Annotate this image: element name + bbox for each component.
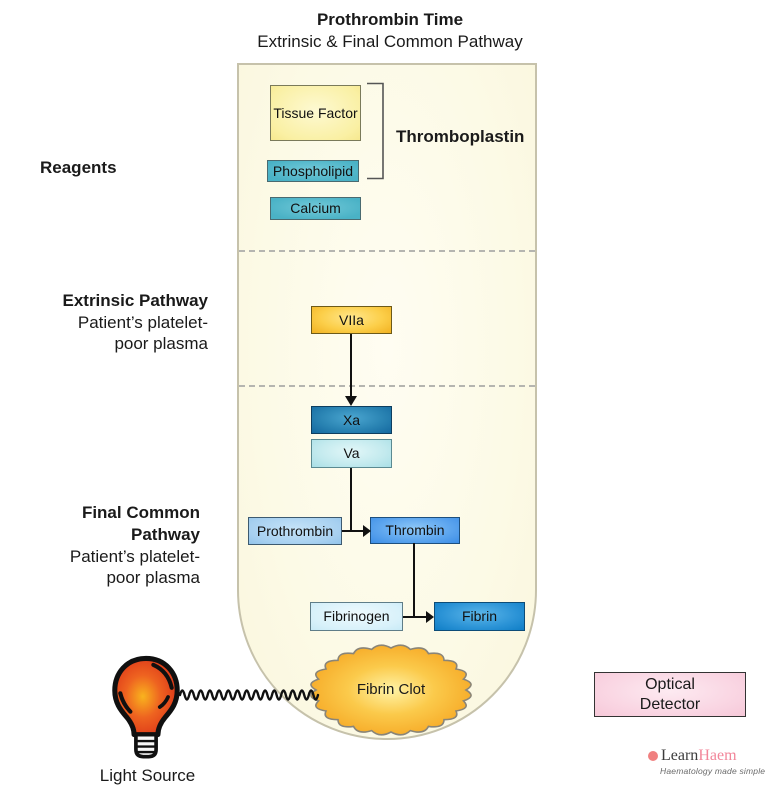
logo-dot-icon xyxy=(648,751,658,761)
calcium-box: Calcium xyxy=(270,197,361,220)
prothrombin-box: Prothrombin xyxy=(248,517,342,545)
page-title-block: Prothrombin Time Extrinsic & Final Commo… xyxy=(170,9,610,53)
extrinsic-pathway-label: Extrinsic Pathway Patient’s platelet- po… xyxy=(30,290,208,354)
section-divider-1 xyxy=(239,250,535,252)
fibrinogen-box: Fibrinogen xyxy=(310,602,403,631)
thromboplastin-label: Thromboplastin xyxy=(396,127,525,146)
logo-tagline: Haematology made simple xyxy=(660,766,766,776)
connector-thrombin-fibrinogen-to-fibrin xyxy=(403,543,434,623)
final-common-pathway-label: Final Common Pathway Patient’s platelet-… xyxy=(10,502,200,588)
section-divider-2 xyxy=(239,385,535,387)
extrinsic-pathway-sub2: poor plasma xyxy=(114,334,208,353)
logo-text-learn: Learn xyxy=(661,747,699,764)
factor-xa-box: Xa xyxy=(311,406,392,434)
optical-detector-box: Optical Detector xyxy=(594,672,746,717)
phospholipid-box: Phospholipid xyxy=(267,160,359,182)
fibrin-clot-label: Fibrin Clot xyxy=(356,681,426,698)
fibrin-box: Fibrin xyxy=(434,602,525,631)
optical-detector-line1: Optical xyxy=(645,675,695,693)
learnhaem-logo: Learn Haem Haematology made simple xyxy=(648,747,766,776)
final-common-pathway-sub1: Patient’s platelet- xyxy=(69,547,200,566)
final-common-pathway-title: Final Common Pathway xyxy=(81,503,200,544)
page-subtitle: Extrinsic & Final Common Pathway xyxy=(257,32,523,51)
light-bulb-icon xyxy=(112,655,180,759)
final-common-pathway-sub2: poor plasma xyxy=(106,568,200,587)
tissue-factor-box: Tissue Factor xyxy=(270,85,361,141)
thromboplastin-bracket xyxy=(367,82,384,180)
reagents-section-label: Reagents xyxy=(40,158,117,177)
arrow-viia-to-xa xyxy=(345,334,357,406)
thrombin-box: Thrombin xyxy=(370,517,460,544)
light-source-label: Light Source xyxy=(99,766,196,785)
connector-va-prothrombin-to-thrombin xyxy=(342,468,371,537)
factor-va-box: Va xyxy=(311,439,392,468)
factor-viia-box: VIIa xyxy=(311,306,392,334)
logo-text-haem: Haem xyxy=(698,747,737,764)
fibrin-clot xyxy=(310,644,472,736)
extrinsic-pathway-sub1: Patient’s platelet- xyxy=(77,313,208,332)
light-wave xyxy=(178,689,320,701)
page-title: Prothrombin Time xyxy=(316,10,464,29)
extrinsic-pathway-title: Extrinsic Pathway xyxy=(62,291,208,310)
logo-name: Learn Haem xyxy=(648,747,758,765)
optical-detector-line2: Detector xyxy=(639,695,701,713)
